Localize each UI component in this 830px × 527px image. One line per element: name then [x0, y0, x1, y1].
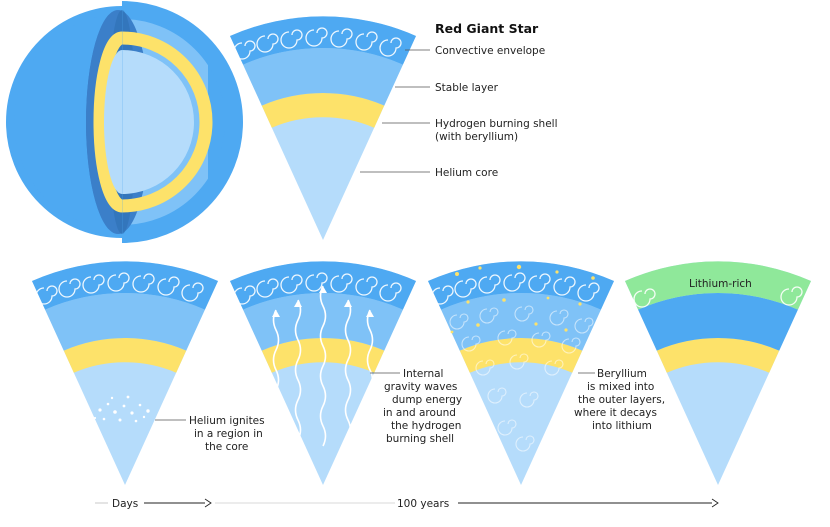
swirls-top [233, 27, 402, 60]
helium-ignites-line-2: in a region in [194, 428, 263, 440]
beryllium-line-2: is mixed into [587, 381, 654, 393]
beryllium-line-4: where it decays [574, 407, 657, 419]
gravity-waves-line-1: Internal [403, 368, 443, 380]
gravity-waves-line-2: gravity waves [384, 381, 457, 393]
cone-lithium-rich [625, 261, 811, 485]
beryllium-line-1: Beryllium [597, 368, 647, 380]
helium-ignition-sparks [93, 395, 150, 423]
diagram-title: Red Giant Star [435, 21, 539, 36]
cone-helium-ignites [32, 261, 218, 485]
beryllium-particles [450, 264, 595, 348]
timeline: Days 100 years [95, 498, 719, 510]
timeline-100-years: 100 years [397, 498, 449, 510]
label-helium-core: Helium core [435, 167, 498, 179]
label-convective-envelope: Convective envelope [435, 45, 545, 57]
beryllium-line-3: the outer layers, [578, 394, 665, 406]
beryllium-line-5: into lithium [592, 420, 652, 432]
label-lithium-rich: Lithium-rich [689, 278, 752, 290]
cone-beryllium-mixing [428, 261, 614, 485]
gravity-wave-arrows [272, 285, 374, 447]
mixing-swirls [449, 305, 594, 452]
cone-top [230, 16, 416, 241]
label-hydrogen-shell-2: (with beryllium) [435, 131, 518, 143]
gravity-waves-line-5: the hydrogen [391, 420, 461, 432]
helium-ignites-line-3: the core [205, 441, 248, 453]
label-hydrogen-shell-1: Hydrogen burning shell [435, 118, 558, 130]
star-sphere-cutaway [6, 1, 243, 243]
label-stable-layer: Stable layer [435, 82, 499, 94]
gravity-waves-line-4: in and around [383, 407, 456, 419]
timeline-days: Days [112, 498, 138, 510]
cone-gravity-waves [230, 261, 416, 485]
gravity-waves-line-6: burning shell [386, 433, 454, 445]
gravity-waves-line-3: dump energy [392, 394, 462, 406]
helium-ignites-line-1: Helium ignites [189, 415, 265, 427]
